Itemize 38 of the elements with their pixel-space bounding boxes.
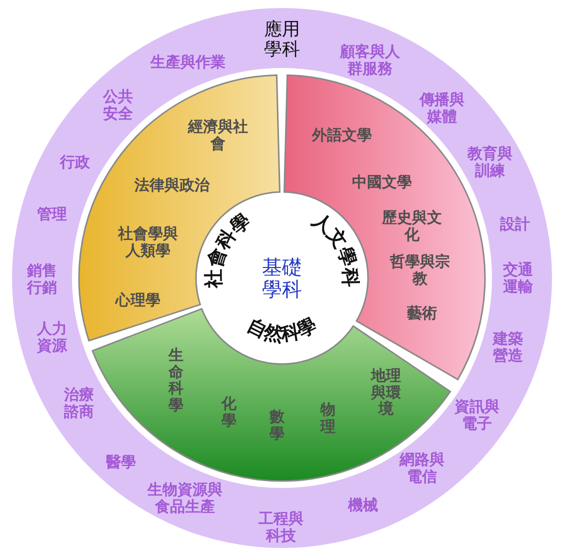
field-label: 機械 <box>348 496 378 514</box>
field-label: 行政 <box>60 154 90 170</box>
field-label: 銷售行銷 <box>26 262 58 296</box>
subject-label: 藝術 <box>407 304 437 322</box>
field-label: 顧客與人群服務 <box>338 44 401 76</box>
subject-label: 數學 <box>270 408 284 442</box>
field-label: 人力資源 <box>36 320 68 354</box>
subject-label: 經濟與社會 <box>186 118 249 152</box>
field-label: 教育與訓練 <box>466 146 514 178</box>
field-label: 設計 <box>500 216 530 232</box>
field-label: 工程與科技 <box>258 510 304 544</box>
subject-label: 心理學 <box>116 292 160 308</box>
field-label: 醫學 <box>106 454 136 470</box>
field-label: 公共安全 <box>102 88 134 122</box>
field-label: 生產與作業 <box>150 54 226 70</box>
center-title: 基礎學科 <box>261 256 303 300</box>
field-label: 交通運輸 <box>502 262 534 294</box>
ring-title: 應用學科 <box>263 20 301 60</box>
field-label: 生物資源與食品生產 <box>146 482 224 514</box>
subject-label: 物理 <box>320 402 336 434</box>
subject-label: 生命科學 <box>168 347 184 413</box>
subject-label: 歷史與文化 <box>380 210 443 242</box>
field-label: 傳播與媒體 <box>418 92 466 124</box>
subject-label: 社會學與人類學 <box>116 226 179 258</box>
subject-label: 外語文學 <box>312 126 372 144</box>
subject-label: 地理與環境 <box>370 367 402 417</box>
subject-label: 哲學與宗教 <box>388 254 451 286</box>
subject-label: 法律與政治 <box>134 176 210 194</box>
subject-label: 中國文學 <box>352 174 412 190</box>
sector-heading: 社會科學 <box>202 210 255 288</box>
field-label: 網路與電信 <box>398 452 446 484</box>
field-label: 管理 <box>37 206 67 222</box>
subject-label: 化學 <box>222 396 236 428</box>
sector-heading: 人文學科 <box>308 208 362 287</box>
field-label: 治療諮商 <box>62 386 95 420</box>
field-label: 建築營造 <box>492 330 524 364</box>
sector-heading: 自然科學 <box>244 314 320 346</box>
field-label: 資訊與電子 <box>454 398 500 432</box>
